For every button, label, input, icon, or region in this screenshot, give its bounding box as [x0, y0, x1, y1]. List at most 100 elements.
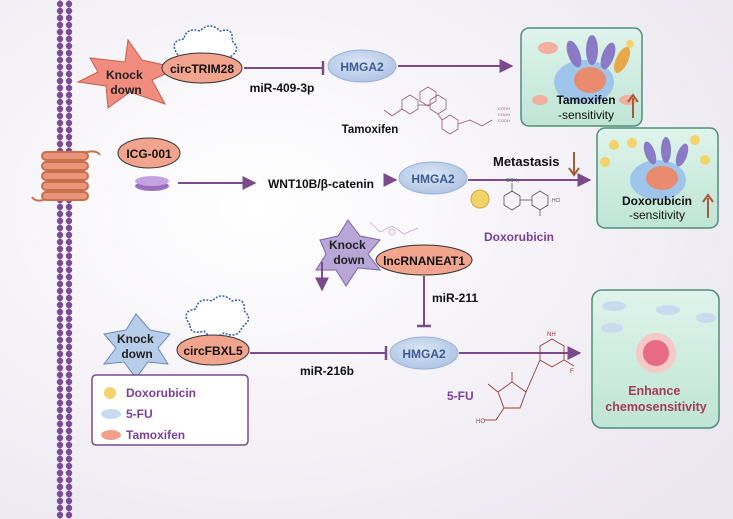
membrane-bead: [65, 483, 73, 491]
membrane-bead: [56, 280, 64, 288]
membrane-bead: [65, 56, 73, 64]
membrane-bead: [65, 301, 73, 309]
membrane-bead: [65, 336, 73, 344]
membrane-bead: [65, 329, 73, 337]
row3-knockdown-label: Knock down: [329, 238, 369, 267]
membrane-bead: [56, 322, 64, 330]
membrane-bead: [56, 308, 64, 316]
membrane-bead: [65, 497, 73, 505]
membrane-bead: [65, 490, 73, 498]
row4-circ-label: circFBXL5: [183, 344, 243, 358]
row2-outcome-label: Doxorubicin: [622, 194, 692, 208]
svg-text:NH: NH: [547, 332, 556, 338]
row4-hmga2-label: HMGA2: [402, 347, 446, 361]
row4-knockdown-star: Knock down: [102, 313, 171, 379]
membrane-bead: [56, 343, 64, 351]
row2-up-arrow-icon: [702, 193, 714, 218]
row4-outcome-l2: chemosensitivity: [605, 400, 706, 414]
membrane-bead: [65, 315, 73, 323]
row3-mir-label: miR-211: [432, 291, 478, 305]
membrane-bead: [65, 322, 73, 330]
membrane-bead: [56, 210, 64, 218]
row4-circ-node: [176, 334, 250, 366]
doxorubicin-dot-icon: [470, 189, 490, 209]
membrane-bead: [56, 434, 64, 442]
legend-tamoxifen-swatch: [101, 430, 121, 440]
legend-tamoxifen-label: Tamoxifen: [126, 428, 185, 442]
membrane-bead: [65, 14, 73, 22]
row1-up-arrow-icon: [627, 93, 639, 118]
row1-drug-label: Tamoxifen: [342, 124, 399, 136]
membrane-bead: [56, 294, 64, 302]
membrane-bead: [56, 21, 64, 29]
row1-mir-label: miR-409-3p: [250, 81, 315, 95]
membrane-bead: [65, 420, 73, 428]
membrane-bead: [65, 112, 73, 120]
membrane-bead: [56, 245, 64, 253]
membrane-bead: [56, 35, 64, 43]
membrane-bead: [65, 63, 73, 71]
membrane-bead: [56, 441, 64, 449]
membrane-bead: [56, 133, 64, 141]
row1-outcome-label: Tamoxifen: [556, 93, 615, 107]
membrane-bead: [56, 350, 64, 358]
membrane-bead: [56, 399, 64, 407]
row2-cell-illustration: [600, 135, 710, 200]
membrane-bead: [65, 462, 73, 470]
membrane-bead: [56, 91, 64, 99]
doxorubicin-structure-icon: OCH₃ HCl: [503, 178, 560, 216]
row4-outcome-label: Enhance chemosensitivity: [605, 384, 706, 414]
membrane-bead: [56, 329, 64, 337]
row2-pill-icon: [135, 176, 169, 191]
membrane-bead: [56, 112, 64, 120]
membrane-bead: [56, 392, 64, 400]
row3-knockdown-l1: Knock: [329, 238, 366, 252]
membrane-bead: [56, 266, 64, 274]
membrane-bead: [56, 238, 64, 246]
legend-item-5fu: 5-FU: [101, 407, 153, 421]
membrane-bead: [65, 28, 73, 36]
row1-circ-node: [161, 52, 243, 84]
legend-item-doxorubicin: Doxorubicin: [104, 386, 196, 400]
membrane-bead: [65, 224, 73, 232]
membrane-bead: [56, 469, 64, 477]
membrane-bead: [65, 371, 73, 379]
membrane-bead: [65, 266, 73, 274]
membrane-bead: [56, 301, 64, 309]
membrane-bead: [65, 434, 73, 442]
row4-hmga2-node: [389, 336, 459, 370]
membrane-bead: [56, 427, 64, 435]
membrane-bead: [56, 231, 64, 239]
svg-text:HO: HO: [476, 419, 485, 425]
membrane-bead: [65, 378, 73, 386]
membrane-bead: [56, 217, 64, 225]
svg-text:HCl: HCl: [552, 198, 560, 204]
row4-knockdown-label: Knock down: [117, 332, 157, 361]
row2-hmga2-node: [398, 161, 468, 195]
membrane-bead: [56, 273, 64, 281]
membrane-bead: [56, 476, 64, 484]
membrane-bead: [56, 315, 64, 323]
membrane-bead: [56, 511, 64, 519]
membrane-bead: [65, 476, 73, 484]
membrane-bead: [65, 0, 73, 8]
row1-cell-illustration: [532, 35, 637, 105]
membrane-bead: [56, 7, 64, 15]
membrane-bead: [56, 364, 64, 372]
membrane-bead: [56, 371, 64, 379]
membrane-bead: [56, 98, 64, 106]
membrane-bead: [65, 350, 73, 358]
row3-knockdown-l2: down: [333, 253, 364, 267]
membrane-bead: [56, 42, 64, 50]
membrane-bead: [56, 224, 64, 232]
membrane-bead: [56, 0, 64, 8]
membrane-bead: [56, 336, 64, 344]
membrane-bead: [65, 42, 73, 50]
membrane-bead: [65, 448, 73, 456]
membrane-bead: [65, 252, 73, 260]
membrane-bead: [65, 259, 73, 267]
svg-text:COOH: COOH: [498, 106, 510, 111]
membrane-bead: [56, 490, 64, 498]
legend-5fu-swatch: [101, 409, 121, 419]
membrane-bead: [65, 245, 73, 253]
